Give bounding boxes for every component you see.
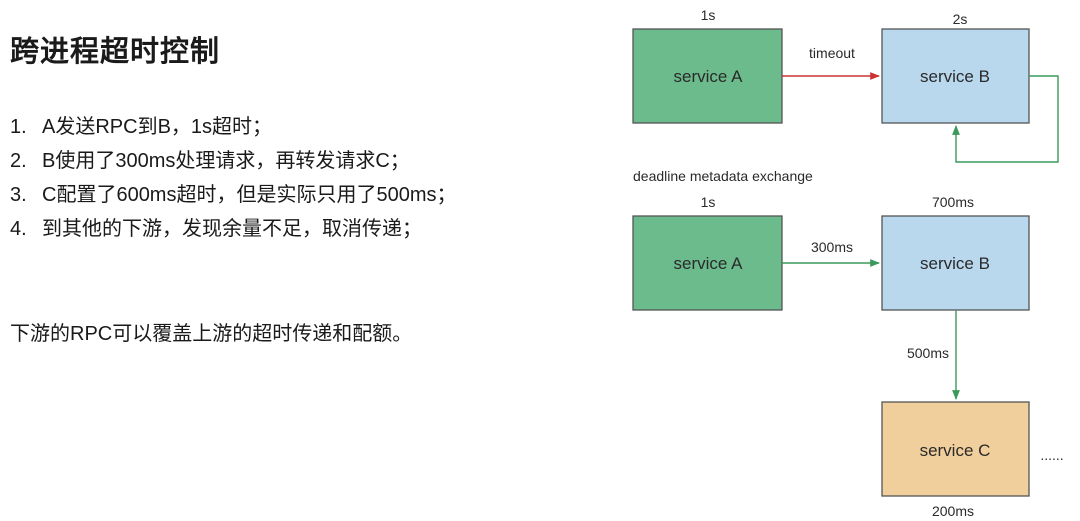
top-self-loop-arrow [952,75,1059,163]
bottom-service-a-label: service A [674,254,744,273]
section-label: deadline metadata exchange [633,168,813,184]
step-number: 1. [10,116,27,138]
bottom-bc-edge-label: 500ms [907,345,949,361]
bottom-ab-edge-label: 300ms [811,239,853,255]
bottom-ellipsis: ...... [1040,447,1063,463]
top-service-a-timeout: 1s [701,7,716,23]
step-number: 4. [10,218,27,240]
top-service-b-box [881,28,1030,124]
step-number: 3. [10,184,27,206]
page-title: 跨进程超时控制 [10,36,221,68]
step-text: A发送RPC到B，1s超时； [42,116,273,138]
step-list: 1. A发送RPC到B，1s超时； 2. B使用了300ms处理请求，再转发请求… [10,110,480,246]
step-number: 2. [10,150,27,172]
top-service-b-timeout: 2s [953,11,968,27]
top-timeout-edge-label: timeout [809,45,855,61]
step-item: 1. A发送RPC到B，1s超时； [10,110,480,144]
bottom-service-b-label: service B [920,254,990,273]
bottom-service-c-label: service C [920,441,991,460]
bottom-service-a-box [632,215,783,311]
step-text: B使用了300ms处理请求，再转发请求C； [42,150,410,172]
step-item: 3. C配置了600ms超时，但是实际只用了500ms； [10,178,480,212]
bottom-service-b-box [881,215,1030,311]
top-service-a-box [632,28,783,124]
bottom-service-c-timeout: 200ms [932,503,974,519]
summary-text: 下游的RPC可以覆盖上游的超时传递和配额。 [10,323,413,345]
bottom-service-a-timeout: 1s [701,194,716,210]
bottom-service-c-box [881,401,1030,497]
step-text: C配置了600ms超时，但是实际只用了500ms； [42,184,457,206]
bottom-service-b-timeout: 700ms [932,194,974,210]
top-service-a-label: service A [674,67,744,86]
step-text: 到其他的下游，发现余量不足，取消传递； [42,218,422,240]
step-item: 2. B使用了300ms处理请求，再转发请求C； [10,144,480,178]
step-item: 4. 到其他的下游，发现余量不足，取消传递； [10,212,480,246]
top-service-b-label: service B [920,67,990,86]
